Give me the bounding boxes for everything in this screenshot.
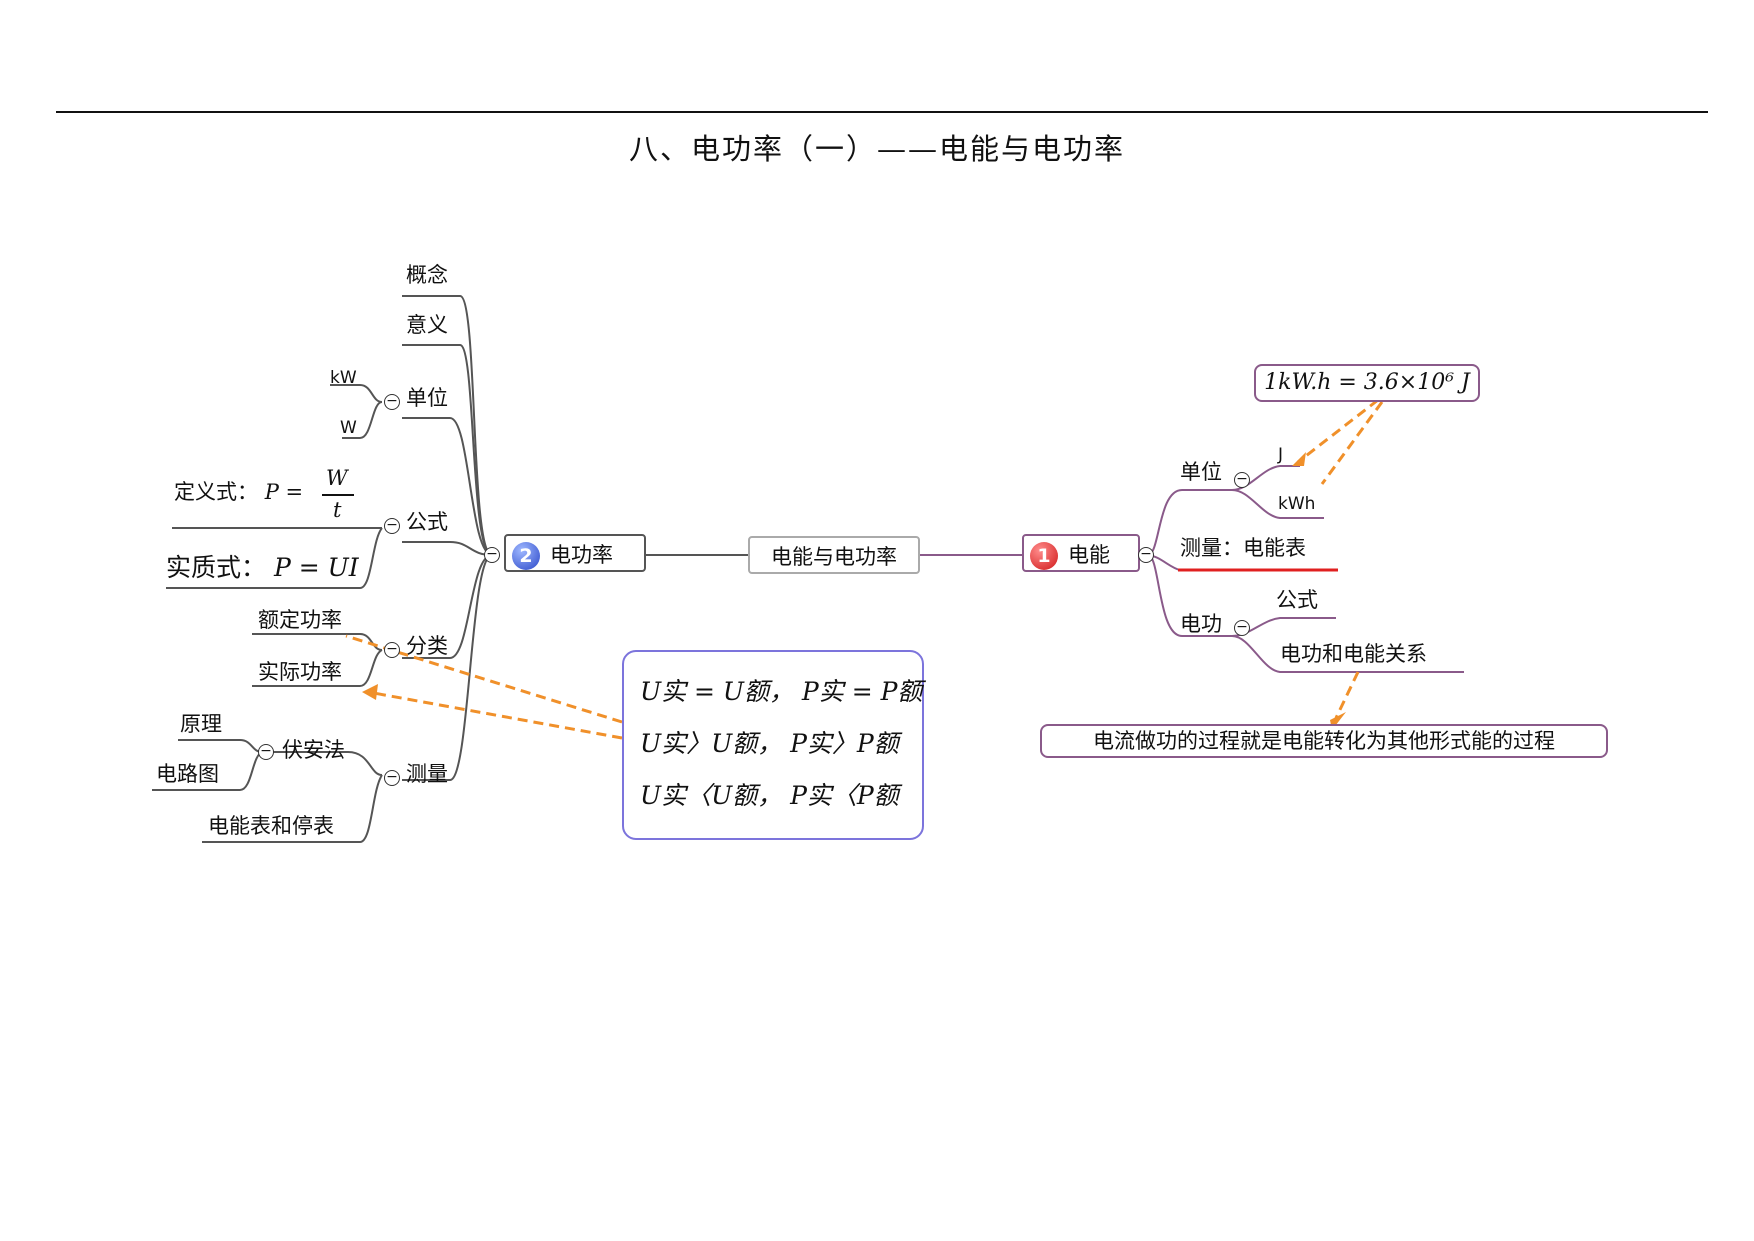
meter-and-stopwatch-label: 电能表和停表 (208, 814, 334, 838)
actual-power-label: 实际功率 (258, 660, 342, 684)
power-measurement-label: 测量 (406, 762, 448, 786)
arrow-tag-J (1297, 398, 1379, 464)
energy-unit-label: 单位 (1180, 460, 1222, 484)
essential-formula-label: 实质式： (166, 553, 267, 582)
connector-work-relation (1231, 635, 1464, 673)
connector-meter (202, 774, 383, 843)
energy-unit-conversion-tag: 1kW.h = 3.6×10⁶ J (1254, 364, 1480, 402)
number-badge-1: 1 (1030, 542, 1058, 570)
circuit-diagram-label: 电路图 (156, 762, 219, 786)
branch-energy-node[interactable]: 1 电能 (1022, 534, 1140, 572)
branch-power-node[interactable]: 2 电功率 (504, 534, 646, 572)
connector-power-unit (402, 417, 493, 556)
connector-formula (402, 541, 493, 556)
voltammeter-method-label: 伏安法 (282, 738, 345, 762)
rated-power-label: 额定功率 (258, 608, 342, 632)
connector-principle (178, 739, 263, 753)
collapse-measurement-toggle[interactable]: − (384, 770, 400, 786)
defining-formula: 定义式： P = (174, 480, 303, 504)
energy-unit-kwh: kWh (1278, 494, 1316, 514)
arrowhead-J (1292, 452, 1306, 466)
fraction-denominator: t (333, 498, 342, 522)
connector-meaning (402, 344, 493, 556)
top-rule (56, 111, 1708, 113)
collapse-power-formula-toggle[interactable]: − (384, 518, 400, 534)
connector-actual (252, 649, 383, 687)
connector-work-formula (1231, 617, 1336, 637)
connector-classification (402, 554, 493, 659)
page-title: 八、电功率（一）——电能与电功率 (628, 132, 1125, 166)
connector-w (342, 401, 383, 439)
connector-vam (268, 751, 383, 776)
number-badge-2: 2 (512, 542, 540, 570)
energy-conversion-note-tag: 电流做功的过程就是电能转化为其他形式能的过程 (1040, 724, 1608, 758)
power-formula-label: 公式 (406, 510, 448, 534)
essential-formula: 实质式： P = UI (166, 553, 359, 582)
fraction-bar (322, 494, 354, 496)
defining-formula-label: 定义式： (174, 480, 258, 504)
connector-rated (252, 633, 383, 651)
electric-work-label: 电功 (1180, 612, 1222, 636)
connector-measurement (402, 554, 493, 781)
power-unit-label: 单位 (406, 386, 448, 410)
collapse-energy-toggle[interactable]: − (1138, 547, 1154, 563)
power-unit-w: W (340, 418, 357, 438)
arrowhead-actual (362, 684, 378, 700)
collapse-electric-work-toggle[interactable]: − (1234, 620, 1250, 636)
energy-unit-J: J (1278, 445, 1284, 465)
central-topic-node[interactable]: 电能与电功率 (748, 536, 920, 574)
principle-label: 原理 (180, 712, 222, 736)
power-classification-label: 分类 (406, 634, 448, 658)
connector-unit-kwh (1231, 489, 1324, 519)
arrow-tag-kwh (1320, 401, 1384, 485)
fraction-numerator: W (326, 466, 348, 490)
energy-measure-label: 测量：电能表 (1180, 536, 1306, 560)
connector-kw (330, 384, 383, 403)
collapse-classification-toggle[interactable]: − (384, 642, 400, 658)
central-topic-label: 电能与电功率 (771, 545, 897, 569)
collapse-voltammeter-toggle[interactable]: − (258, 744, 274, 760)
branch-energy-label: 电能 (1068, 543, 1110, 567)
branch-power-label: 电功率 (550, 543, 613, 567)
condition-less: U实〈U额， P实〈P额 (640, 781, 899, 810)
collapse-power-toggle[interactable]: − (484, 547, 500, 563)
power-concept-label: 概念 (406, 263, 448, 287)
electric-work-formula: 公式 (1276, 588, 1318, 612)
connector-unit-J (1231, 465, 1300, 491)
collapse-energy-unit-toggle[interactable]: − (1234, 472, 1250, 488)
condition-greater: U实〉U额， P实〉P额 (640, 729, 899, 758)
power-meaning-label: 意义 (406, 313, 448, 337)
power-unit-kw: kW (330, 368, 357, 388)
arrow-relation (1334, 671, 1360, 719)
power-conditions-box: U实 = U额， P实 = P额 U实〉U额， P实〉P额 U实〈U额， P实〈… (622, 650, 924, 840)
electric-work-relation: 电功和电能关系 (1280, 642, 1427, 666)
essential-formula-eq: P = UI (273, 553, 359, 582)
arrow-mathbox-actual (367, 690, 623, 740)
condition-equal: U实 = U额， P实 = P额 (640, 677, 923, 706)
defining-formula-eq: P = (264, 480, 304, 504)
collapse-power-unit-toggle[interactable]: − (384, 394, 400, 410)
connector-essential (166, 527, 383, 589)
